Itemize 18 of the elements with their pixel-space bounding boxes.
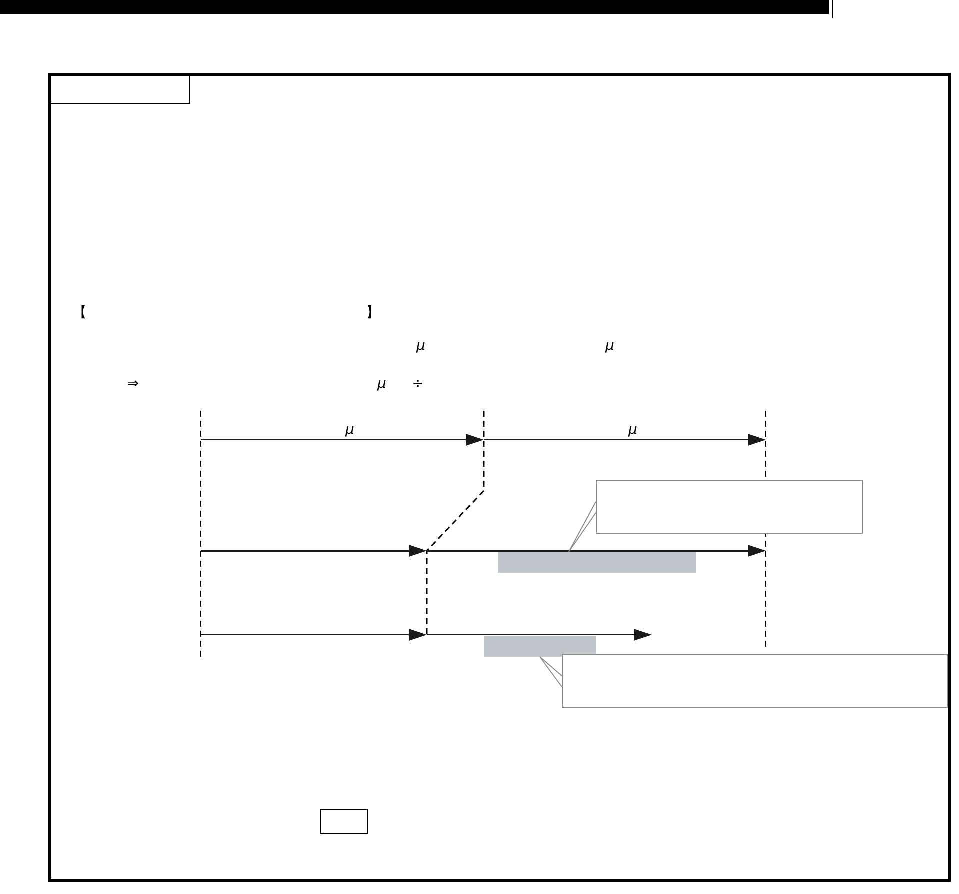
leader-line <box>568 502 596 552</box>
empty-box <box>320 809 368 834</box>
highlight-bar <box>498 552 696 573</box>
unit-symbol: μ <box>378 376 386 392</box>
unit-symbol: μ <box>606 338 614 354</box>
time-span-label: μ <box>628 422 638 438</box>
tab-box <box>50 75 190 104</box>
time-span-label: μ <box>346 422 354 438</box>
implies-sign: ⇒ <box>127 376 139 392</box>
leader-line <box>540 656 562 688</box>
opening-bracket: 【 <box>73 305 87 321</box>
division-sign: ÷ <box>412 376 424 392</box>
callout-box <box>596 480 863 534</box>
unit-symbol: μ <box>416 338 426 354</box>
closing-bracket: 】 <box>366 305 380 321</box>
frame-border <box>48 73 951 882</box>
highlight-bar <box>484 636 596 657</box>
callout-box <box>562 654 948 708</box>
